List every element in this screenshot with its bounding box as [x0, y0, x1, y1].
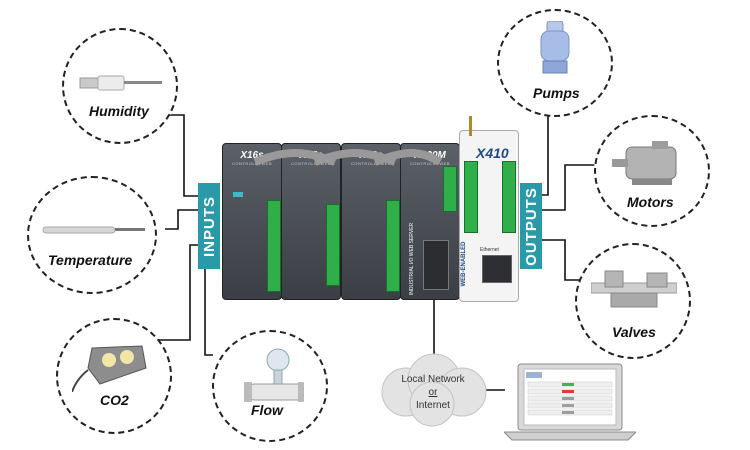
valves-label: Valves: [612, 324, 656, 340]
x410-ethernet-port: [482, 255, 512, 283]
co2-circle: [56, 318, 172, 434]
temperature-probe-icon: [42, 226, 145, 234]
motor-icon: [612, 141, 677, 185]
humidity-circle: [62, 28, 178, 144]
outputs-banner: OUTPUTS: [520, 183, 542, 269]
network-cloud-label: Local Network or Internet: [401, 374, 465, 411]
module-x12s: X12s CONTROLBYWEB: [341, 143, 401, 300]
temperature-label: Temperature: [48, 252, 133, 268]
flow-label: Flow: [251, 402, 283, 418]
laptop-icon: [504, 363, 636, 441]
humidity-sensor-icon: [79, 75, 162, 91]
humidity-label: Humidity: [89, 103, 149, 119]
flow-circle: [212, 330, 328, 442]
inputs-banner: INPUTS: [198, 183, 220, 269]
valve-icon: [591, 270, 677, 308]
co2-sensor-icon: [72, 345, 147, 392]
motors-label: Motors: [627, 194, 674, 210]
motors-circle: [594, 115, 710, 227]
network-cloud-icon: [381, 353, 487, 427]
co2-label: CO2: [100, 392, 129, 408]
pump-icon: [540, 21, 570, 74]
module-x600m: X600M CONTROLBYWEB INDUSTRIAL I/O WEB SE…: [400, 143, 460, 300]
flow-meter-icon: [244, 348, 304, 402]
valves-circle: [575, 243, 691, 359]
module-x410: X410 Ethernet WEB-ENABLED: [459, 130, 519, 302]
x410-port-label: Ethernet: [480, 247, 499, 253]
x600m-side-label: INDUSTRIAL I/O WEB SERVER: [409, 222, 415, 296]
x410-side-label: WEB-ENABLED: [461, 241, 467, 287]
pumps-label: Pumps: [533, 85, 580, 101]
module-x16s: X16s CONTROLBYWEB: [222, 143, 282, 300]
x410-title: X410: [476, 145, 509, 161]
ribbon-cables: [253, 149, 443, 166]
antenna-icon: [469, 116, 472, 136]
temperature-circle: [27, 176, 157, 294]
pumps-circle: [497, 9, 613, 117]
